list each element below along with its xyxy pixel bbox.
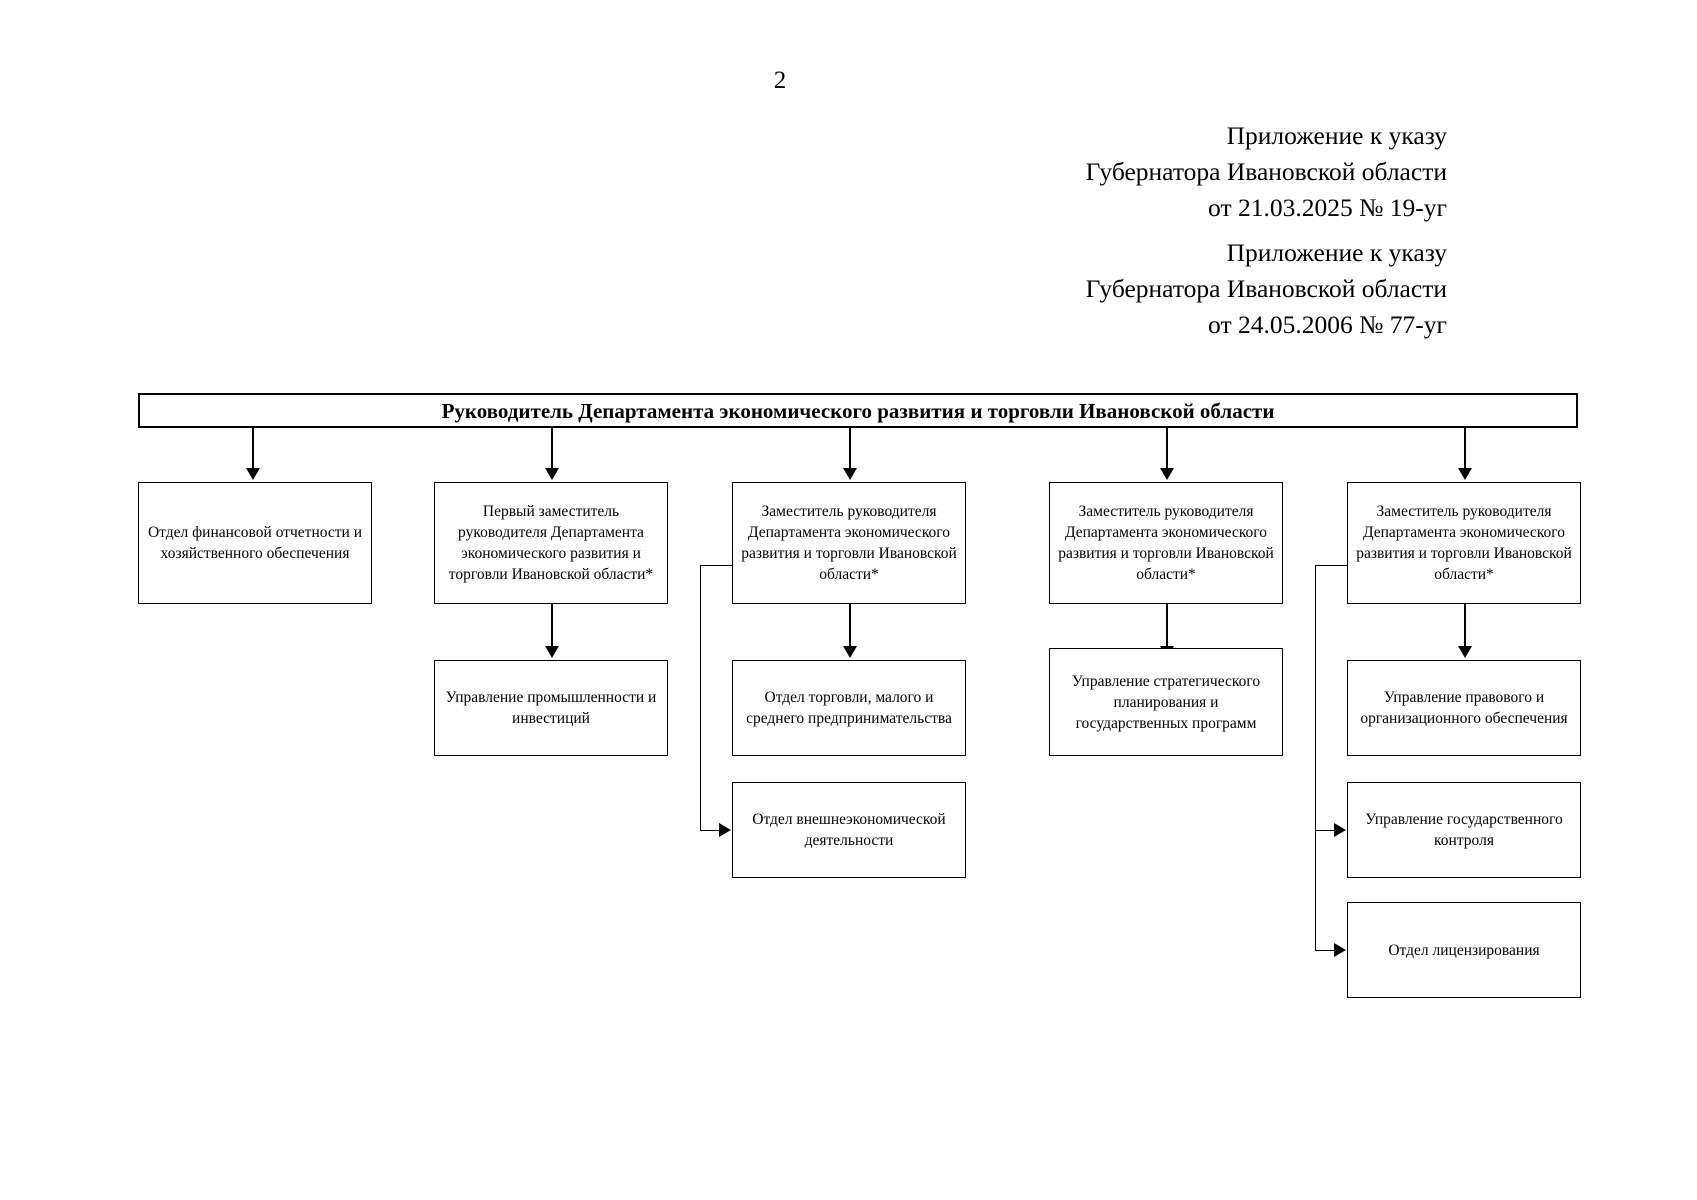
org-node-state-control: Управление государственного контроля [1347, 782, 1581, 878]
org-node-label: Управление правового и организационного … [1360, 689, 1568, 727]
arrow-col5-child2 [1334, 823, 1346, 837]
org-node-label: Заместитель руководителя Департамента эк… [741, 503, 957, 583]
page-number: 2 [773, 67, 787, 94]
arrow-col3-child1 [843, 646, 857, 658]
connector-col5-child1 [1464, 604, 1466, 648]
arrow-root-col5 [1458, 468, 1472, 480]
reference-line: от 21.03.2025 № 19-уг [1208, 193, 1447, 222]
connector-root-col1 [252, 428, 254, 470]
org-node-strategic-planning: Управление стратегического планирования … [1049, 648, 1283, 756]
connector-col5-side-top [1315, 565, 1348, 566]
org-node-first-deputy-head: Первый заместитель руководителя Департам… [434, 482, 668, 604]
reference-line: Губернатора Ивановской области [1085, 274, 1447, 303]
org-node-licensing: Отдел лицензирования [1347, 902, 1581, 998]
org-node-legal-organizational-support: Управление правового и организационного … [1347, 660, 1581, 756]
org-node-label: Управление государственного контроля [1365, 811, 1563, 849]
reference-block-decree-2006: Приложение к указу Губернатора Ивановско… [1086, 235, 1447, 343]
org-node-label: Заместитель руководителя Департамента эк… [1356, 503, 1572, 583]
connector-col4-child1 [1166, 604, 1168, 648]
reference-line: от 24.05.2006 № 77-уг [1208, 310, 1447, 339]
org-node-deputy-legal-head: Заместитель руководителя Департамента эк… [1347, 482, 1581, 604]
arrow-col5-child3 [1334, 943, 1346, 957]
connector-col3-side-top [700, 565, 733, 566]
connector-col5-side-bottom [1315, 950, 1335, 951]
arrow-col2-child1 [545, 646, 559, 658]
org-node-label: Отдел лицензирования [1388, 941, 1540, 959]
org-node-label: Руководитель Департамента экономического… [441, 398, 1275, 423]
arrow-root-col4 [1160, 468, 1174, 480]
reference-block-decree-2025: Приложение к указу Губернатора Ивановско… [1086, 118, 1447, 226]
org-node-deputy-strategy-head: Заместитель руководителя Департамента эк… [1049, 482, 1283, 604]
arrow-col5-child1 [1458, 646, 1472, 658]
org-node-industry-management: Управление промышленности и инвестиций [434, 660, 668, 756]
org-node-finance-department: Отдел финансовой отчетности и хозяйствен… [138, 482, 372, 604]
connector-col3-side-vertical [700, 565, 701, 830]
connector-col3-side-bottom [700, 830, 720, 831]
connector-col5-side-vertical [1315, 565, 1316, 950]
arrow-root-col2 [545, 468, 559, 480]
connector-col3-child1 [849, 604, 851, 648]
reference-line: Приложение к указу [1226, 121, 1447, 150]
org-node-root: Руководитель Департамента экономического… [138, 393, 1578, 428]
connector-root-col3 [849, 428, 851, 470]
arrow-col3-child2 [719, 823, 731, 837]
org-node-label: Управление промышленности и инвестиций [445, 689, 657, 727]
org-node-label: Отдел внешнеэкономической деятельности [752, 811, 946, 849]
org-node-label: Заместитель руководителя Департамента эк… [1058, 503, 1274, 583]
reference-line: Губернатора Ивановской области [1085, 157, 1447, 186]
org-node-deputy-trade-head: Заместитель руководителя Департамента эк… [732, 482, 966, 604]
org-node-foreign-economic-activity: Отдел внешнеэкономической деятельности [732, 782, 966, 878]
reference-line: Приложение к указу [1226, 238, 1447, 267]
connector-root-col2 [551, 428, 553, 470]
arrow-root-col1 [246, 468, 260, 480]
connector-col5-side-mid [1315, 830, 1335, 831]
org-node-trade-sme: Отдел торговли, малого и среднего предпр… [732, 660, 966, 756]
org-node-label: Первый заместитель руководителя Департам… [448, 503, 654, 583]
org-node-label: Отдел торговли, малого и среднего предпр… [746, 689, 952, 727]
org-node-label: Управление стратегического планирования … [1071, 672, 1261, 732]
arrow-root-col3 [843, 468, 857, 480]
connector-root-col5 [1464, 428, 1466, 470]
org-node-label: Отдел финансовой отчетности и хозяйствен… [147, 524, 363, 562]
connector-col2-child1 [551, 604, 553, 648]
connector-root-col4 [1166, 428, 1168, 470]
